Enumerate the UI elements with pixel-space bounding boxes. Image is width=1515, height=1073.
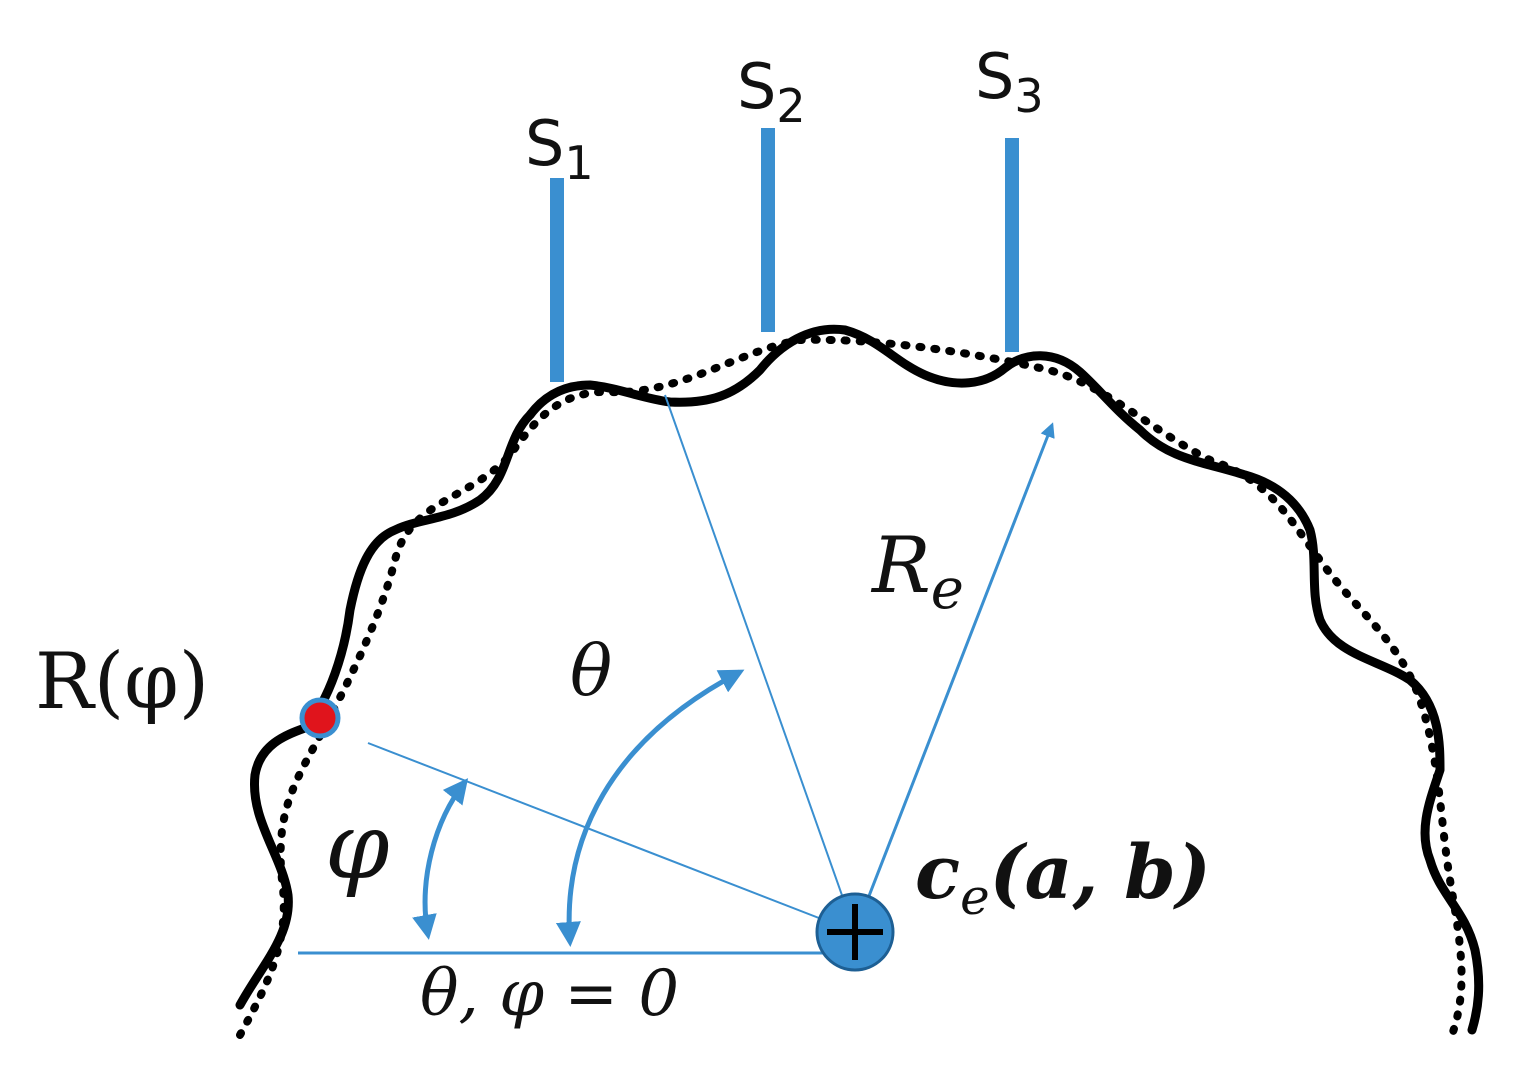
sensor-1-label: S1	[525, 107, 594, 190]
phi-ray	[367, 742, 856, 933]
plus-circle-icon	[815, 892, 895, 972]
radius-re-arrow	[853, 422, 1055, 933]
phi-label: φ	[325, 793, 390, 900]
radius-re-label: Re	[870, 521, 964, 622]
sensor-2-label: S2	[737, 50, 806, 133]
r-phi-label: R(φ)	[35, 637, 209, 727]
sensor-1-bar	[550, 178, 564, 382]
sensor-2-bar	[761, 128, 775, 332]
center-label: ce(a, b)	[915, 830, 1211, 926]
sensor-3-bar	[1005, 138, 1019, 352]
phi-angle-arc	[412, 778, 469, 940]
zero-reference-label: θ, φ = 0	[420, 957, 679, 1031]
theta-label: θ	[570, 630, 612, 712]
sensor-3-label: S3	[975, 40, 1044, 123]
measured-contour	[235, 324, 1484, 1035]
dot-icon	[299, 697, 341, 739]
theta-ray	[664, 394, 856, 933]
theta-angle-arc	[555, 669, 745, 947]
